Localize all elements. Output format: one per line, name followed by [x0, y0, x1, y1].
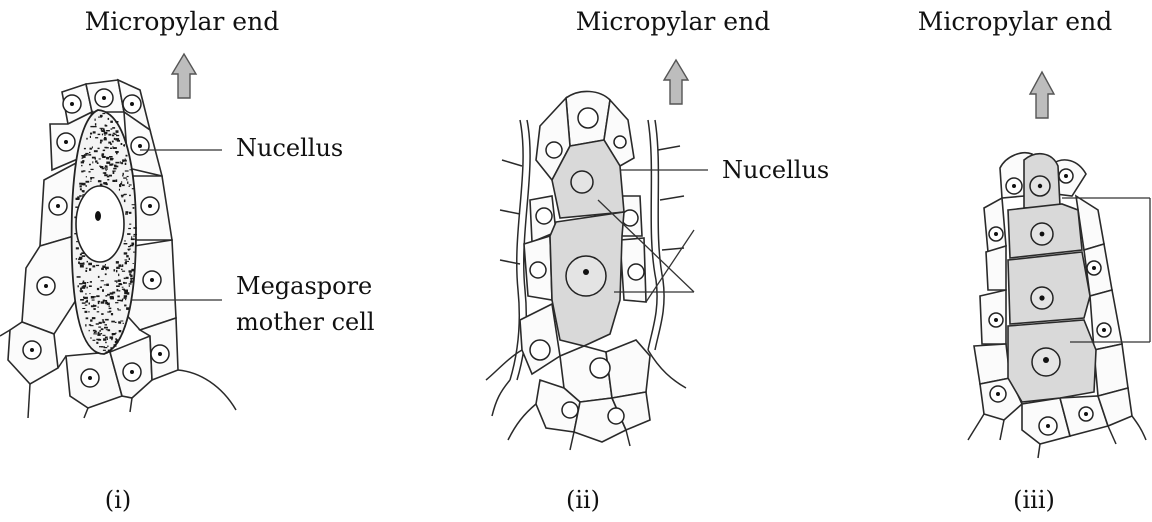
panel-iii-arrow-icon — [1030, 72, 1054, 118]
panel-ii: Micropylar end — [486, 7, 829, 514]
panel-ii-number: (ii) — [566, 486, 600, 514]
panel-ii-arrow-icon — [664, 60, 688, 104]
panel-i-mmc-label-line2: mother cell — [236, 308, 375, 336]
panel-ii-nucellus-label: Nucellus — [722, 156, 829, 184]
panel-iii-number: (iii) — [1013, 486, 1055, 514]
panel-ii-heading: Micropylar end — [576, 7, 770, 36]
panel-i-nucellus-label: Nucellus — [236, 134, 343, 162]
panel-i-arrow-icon — [172, 54, 196, 98]
panel-ii-shaded-cells — [550, 140, 624, 346]
panel-i-mmc-label-line1: Megaspore — [236, 272, 372, 300]
panel-iii: Micropylar end — [918, 7, 1150, 514]
panel-i: Micropylar end — [0, 7, 375, 514]
panel-iii-heading: Micropylar end — [918, 7, 1112, 36]
panel-i-number: (i) — [105, 486, 131, 514]
panel-i-megaspore-mother-cell — [72, 110, 137, 354]
panel-i-heading: Micropylar end — [85, 7, 279, 36]
